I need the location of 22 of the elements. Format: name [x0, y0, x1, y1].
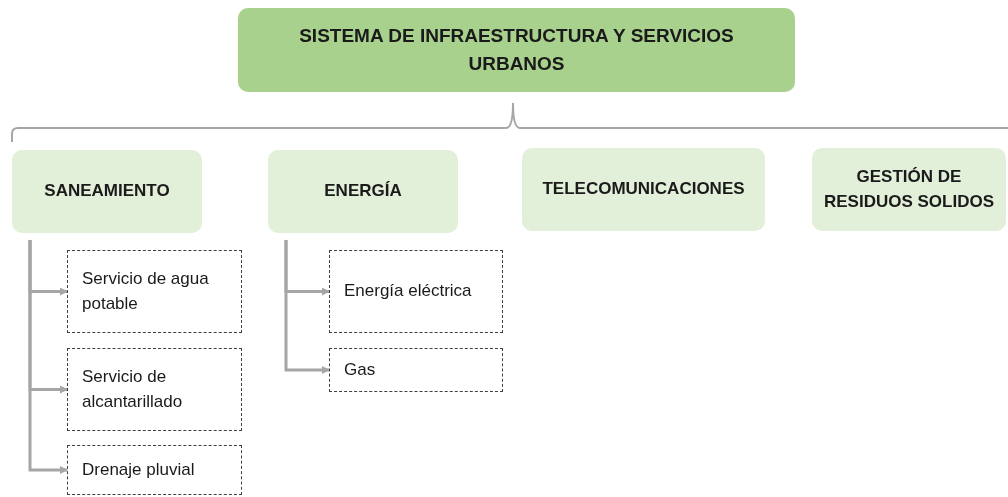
- node-label: Gas: [344, 358, 376, 381]
- sub-item-box: [67, 445, 242, 495]
- category-box: [12, 150, 202, 233]
- title-box: [238, 8, 795, 92]
- node-label: GESTIÓN DE RESIDUOS SOLIDOS: [823, 165, 995, 213]
- arrow: [28, 240, 68, 474]
- node-label: ENERGÍA: [324, 180, 402, 203]
- node-label: SISTEMA DE INFRAESTRUCTURA Y SERVICIOS URBANOS: [298, 24, 735, 76]
- node-label: TELECOMUNICACIONES: [542, 178, 745, 201]
- category-box: [268, 150, 458, 233]
- sub-item-box: [329, 348, 503, 392]
- node-label: Servicio de agua potable: [82, 267, 210, 315]
- category-box: [812, 148, 1006, 231]
- node-label: SANEAMIENTO: [44, 180, 170, 203]
- arrow: [284, 240, 330, 374]
- sub-item-box: [329, 250, 503, 333]
- sub-item-box: [67, 250, 242, 333]
- sub-item-box: [67, 348, 242, 431]
- node-label: Drenaje pluvial: [82, 458, 195, 481]
- category-box: [522, 148, 765, 231]
- node-label: Energía eléctrica: [344, 280, 472, 303]
- node-label: Servicio de alcantarillado: [82, 365, 184, 413]
